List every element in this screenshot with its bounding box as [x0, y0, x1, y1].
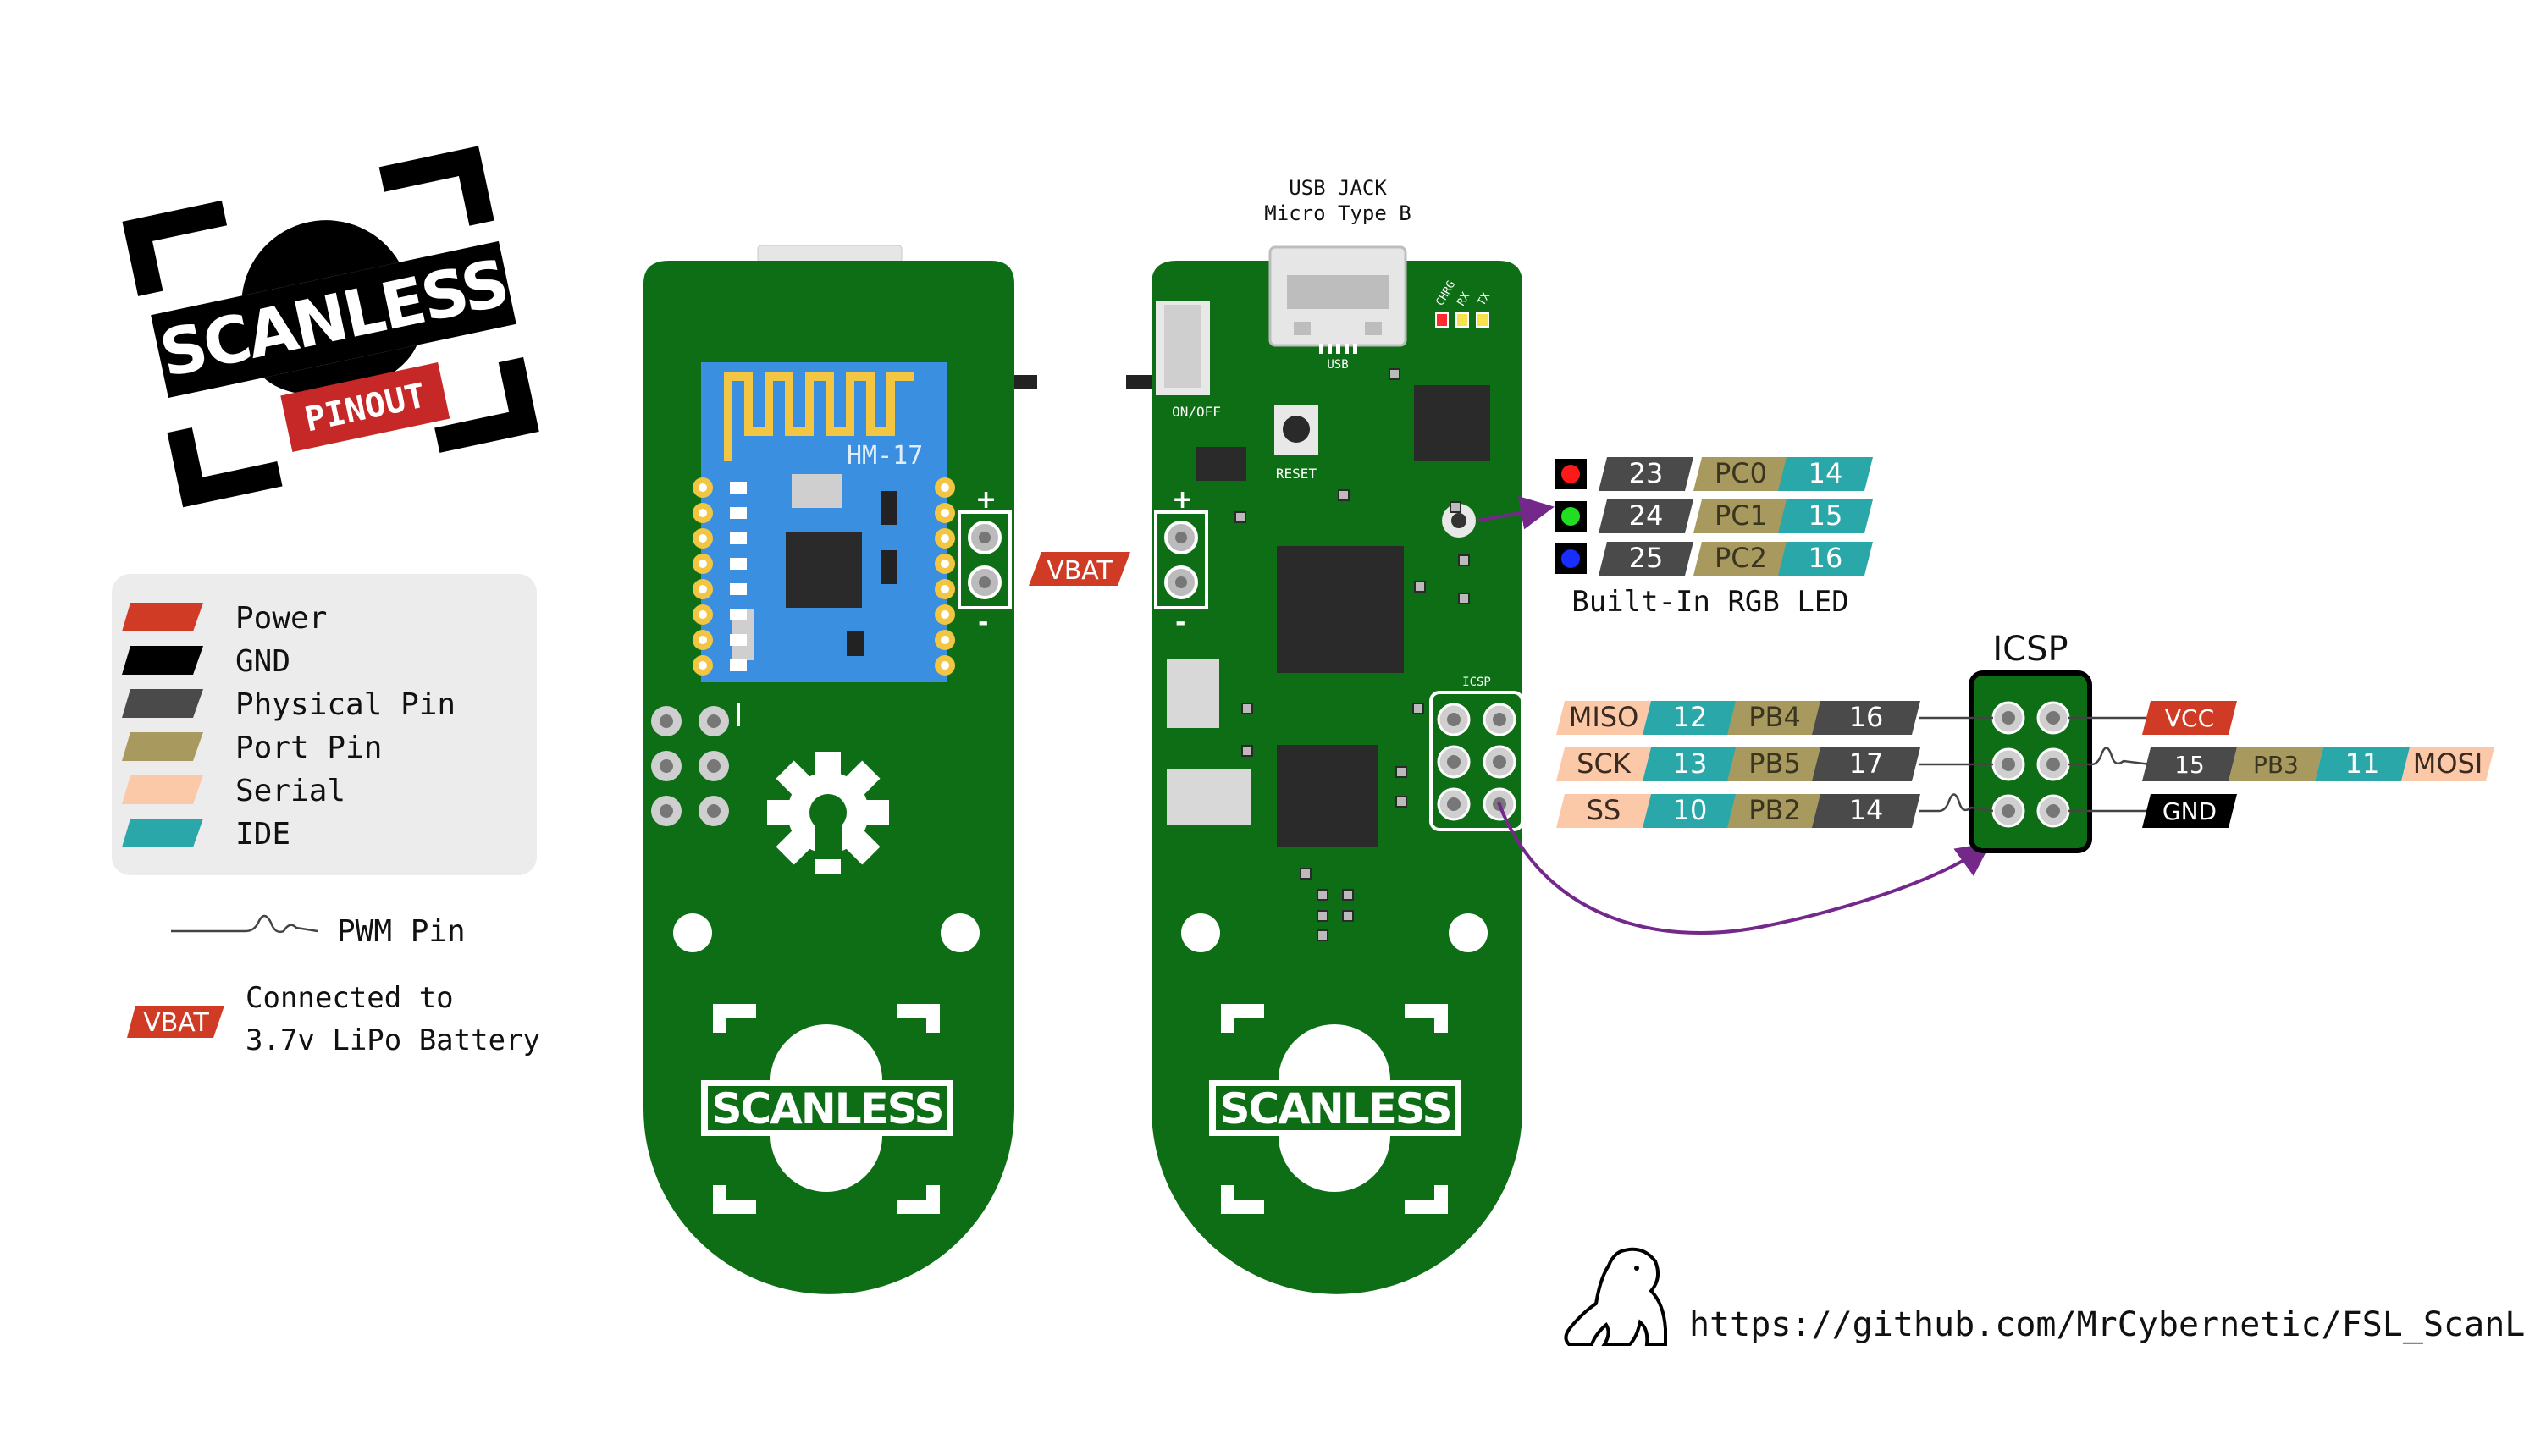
pin-label-text: 25 — [1629, 542, 1664, 574]
pin-label-text: PC1 — [1715, 499, 1767, 532]
rgb-led-dot — [1561, 507, 1580, 526]
scanless-pinout-logo: SCANLESS PINOUT — [122, 146, 538, 507]
pin-label-text: PB3 — [2253, 751, 2299, 779]
icsp-title: ICSP — [1992, 630, 2068, 669]
usb-title-line2: Micro Type B — [1264, 201, 1411, 225]
rgb-led-dot — [1561, 549, 1580, 568]
pin-label-text: 15 — [2174, 751, 2205, 779]
legend-label: Power — [235, 601, 327, 636]
rgb-led-pin-table: 23 PC0 14 24 PC1 15 25 PC2 16 — [1555, 457, 1873, 576]
pin-label-text: 23 — [1629, 457, 1664, 489]
pin-label-text: 24 — [1629, 499, 1664, 532]
pin-label-text: 14 — [1849, 794, 1884, 826]
back-vbat-minus: - — [978, 608, 988, 637]
icsp-right-pin-table: VCC 15 PB3 11 MOSI GND — [2142, 701, 2494, 828]
legend-swatch — [122, 603, 203, 631]
pin-label-text: 10 — [1673, 794, 1708, 826]
front-logo-text: SCANLESS — [1219, 1084, 1450, 1133]
icsp-silk: ICSP — [1462, 676, 1491, 689]
pin-label-text: MISO — [1569, 701, 1639, 733]
pin-label-text: PB2 — [1748, 794, 1801, 826]
legend-label: IDE — [235, 817, 290, 852]
usb-silk: USB — [1327, 358, 1348, 372]
module-label: HM-17 — [847, 441, 923, 471]
pin-label-text: 14 — [1809, 457, 1843, 489]
back-logo-text: SCANLESS — [711, 1084, 942, 1133]
front-vbat-plus: + — [1172, 485, 1193, 515]
usb-chip — [1277, 745, 1378, 847]
legend-label: Physical Pin — [235, 687, 456, 722]
vbat-badge-text: VBAT — [143, 1008, 209, 1038]
legend-swatch — [122, 646, 203, 675]
pin-label-text: VCC — [2165, 704, 2214, 732]
pin-label-text: PC2 — [1715, 542, 1767, 574]
pin-label-text: SS — [1587, 794, 1621, 826]
pin-label-text: 12 — [1673, 701, 1708, 733]
legend-swatch — [122, 689, 203, 718]
board-front: USB CHRG RX TX ON/OFF RESET + - I — [1126, 247, 1522, 1294]
pin-label-text: 17 — [1849, 747, 1884, 780]
rgb-title: Built-In RGB LED — [1571, 585, 1849, 619]
vbat-note-line2: 3.7v LiPo Battery — [246, 1023, 540, 1057]
icsp-connector — [1971, 673, 2090, 851]
pin-label-text: 16 — [1849, 701, 1884, 733]
legend-swatch — [122, 775, 203, 804]
legend-label: Port Pin — [235, 731, 382, 765]
pin-label-text: SCK — [1577, 747, 1632, 780]
legend-swatch — [122, 819, 203, 847]
pin-label-text: GND — [2162, 797, 2217, 825]
legend-label: GND — [235, 644, 290, 679]
rgb-led-dot — [1561, 465, 1580, 483]
pin-label-text: MOSI — [2413, 747, 2483, 780]
pin-label-text: 13 — [1673, 747, 1708, 780]
open-hardware-gear-icon — [767, 752, 889, 874]
vbat-note-line1: Connected to — [246, 981, 454, 1015]
footer-url: https://github.com/MrCybernetic/FSL_Scan… — [1689, 1305, 2524, 1344]
pin-label-text: 16 — [1809, 542, 1843, 574]
pin-label-text: PB5 — [1748, 747, 1801, 780]
legend: PowerGND Physical PinPort PinSerialIDE PW… — [112, 574, 540, 1057]
pwm-label: PWM Pin — [337, 914, 466, 949]
legend-label: Serial — [235, 774, 345, 808]
legend-swatch — [122, 732, 203, 761]
main-mcu-chip — [1277, 546, 1404, 673]
pin-label-text: 11 — [2345, 747, 2380, 780]
back-vbat-badge-text: VBAT — [1047, 556, 1113, 586]
icsp-left-pin-table: MISO 12 PB4 16SCK 13 PB5 17SS 10 PB2 14 — [1556, 701, 1920, 828]
onoff-silk: ON/OFF — [1172, 404, 1221, 420]
pin-label-text: PB4 — [1748, 701, 1801, 733]
front-vbat-minus: - — [1175, 608, 1185, 637]
back-vbat-plus: + — [975, 485, 997, 515]
reset-silk: RESET — [1276, 466, 1317, 482]
board-back: HM-17 + - — [643, 245, 1037, 1294]
gorilla-logo-icon — [1566, 1249, 1665, 1344]
pin-label-text: 15 — [1809, 499, 1843, 532]
usb-title-line1: USB JACK — [1289, 176, 1387, 200]
pin-label-text: PC0 — [1715, 457, 1767, 489]
pwm-wave-icon — [171, 916, 318, 932]
